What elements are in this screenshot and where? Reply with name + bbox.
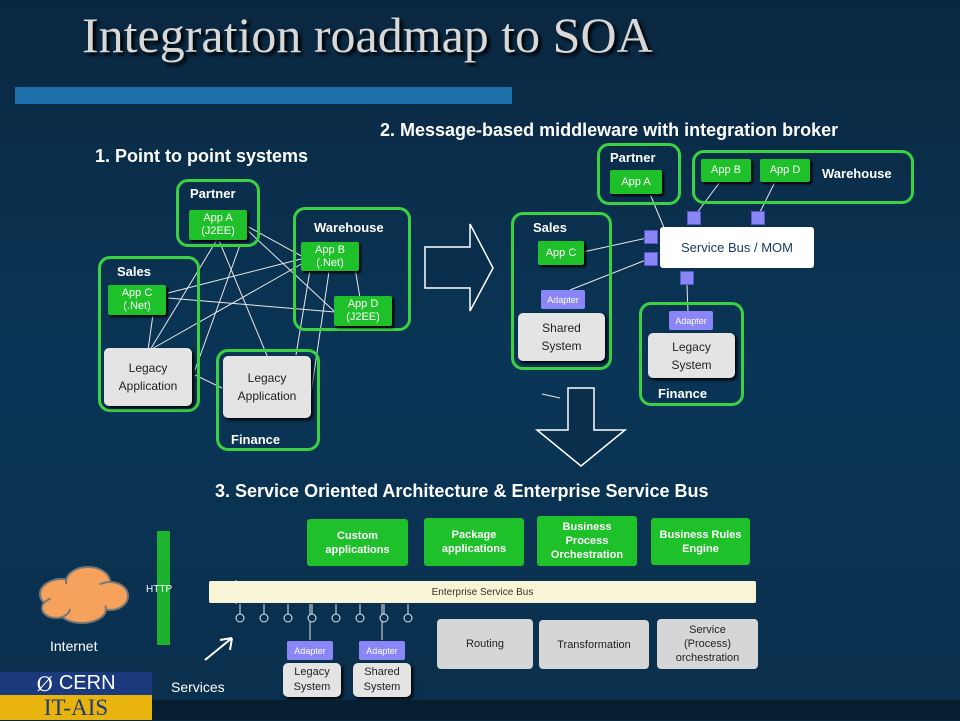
app-b-2: App B — [701, 159, 751, 182]
orch-line2: (Process) — [683, 638, 732, 650]
cern-logo: Ø CERN — [0, 671, 152, 696]
slide-title: Integration roadmap to SOA — [82, 7, 653, 63]
shared-system-line2: System — [541, 339, 582, 353]
esb-legacy-system: Legacy System — [283, 663, 341, 697]
enterprise-service-bus: Enterprise Service Bus — [209, 581, 756, 603]
app-a-2: App A — [610, 170, 662, 194]
http-channel — [157, 531, 170, 645]
down-arrow-icon — [534, 387, 628, 467]
orch-line3: orchestration — [675, 652, 740, 664]
esb-legacy-line2: System — [293, 681, 331, 693]
bus-port-2 — [751, 211, 765, 225]
finance-legacy-system-line2: System — [671, 357, 712, 372]
section1-heading: 1. Point to point systems — [95, 146, 309, 166]
app-b-tech: (.Net) — [316, 256, 344, 269]
sales-legacy-line1: Legacy — [128, 361, 168, 375]
sales-legacy-application: Legacy Application — [104, 348, 192, 406]
bre-line1: Business Rules — [659, 528, 742, 541]
esb-shared-line2: System — [363, 681, 401, 693]
sales-group-2 — [511, 212, 612, 370]
app-c-net: App C (.Net) — [108, 285, 166, 315]
app-a-name: App A — [203, 212, 233, 224]
esb-shared-system: Shared System — [353, 663, 411, 697]
title-underline-bar — [15, 87, 512, 104]
sales-group-1 — [98, 256, 200, 412]
bpo-line2: Process — [565, 535, 609, 547]
esb-adapter-1: Adapter — [287, 641, 333, 660]
custom-apps-line2: applications — [325, 543, 390, 556]
cern-logo-text: CERN — [58, 672, 116, 694]
finance-legacy-application: Legacy Application — [223, 356, 311, 418]
sales-shared-system: Shared System — [518, 313, 605, 361]
sales-adapter: Adapter — [541, 290, 585, 309]
finance-legacy-line1: Legacy — [247, 371, 287, 385]
partner-group-2 — [597, 143, 681, 205]
finance-legacy-line2: Application — [237, 389, 297, 403]
bre-line2: Engine — [682, 542, 719, 555]
warehouse-label-1: Warehouse — [314, 220, 384, 235]
app-d-name: App D — [347, 298, 379, 310]
bus-port-1 — [687, 211, 701, 225]
finance-group-2 — [639, 302, 744, 406]
services-arrow-icon — [204, 637, 233, 661]
service-bus-mom: Service Bus / MOM — [660, 227, 814, 268]
app-c-name: App C — [121, 287, 153, 299]
app-b-net: App B (.Net) — [301, 242, 359, 271]
sales-legacy-line2: Application — [118, 379, 178, 393]
sales-label-1: Sales — [117, 264, 151, 279]
finance-legacy-system-line1: Legacy — [672, 339, 711, 354]
app-d-tech: (J2EE) — [346, 311, 380, 323]
right-arrow-icon — [424, 223, 494, 312]
package-apps-line1: Package — [451, 529, 497, 541]
finance-label-2: Finance — [658, 386, 708, 401]
warehouse-group-1 — [293, 207, 411, 331]
sales-label-2: Sales — [533, 220, 567, 235]
services-label: Services — [171, 679, 225, 695]
section3-heading: 3. Service Oriented Architecture & Enter… — [215, 481, 709, 501]
custom-apps-line1: Custom — [337, 529, 378, 542]
esb-adapter-2: Adapter — [359, 641, 405, 660]
bpo-line3: Orchestration — [550, 549, 624, 561]
partner-group-1 — [176, 179, 260, 247]
section2-heading: 2. Message-based middleware with integra… — [380, 120, 839, 140]
it-ais-label: IT-AIS — [0, 695, 152, 720]
app-d-2: App D — [760, 159, 810, 182]
bus-port-3 — [644, 230, 658, 244]
orch-line1: Service — [689, 624, 726, 636]
internet-label: Internet — [50, 638, 98, 654]
finance-group-1 — [216, 349, 320, 451]
finance-label-1: Finance — [231, 432, 281, 447]
bpo-line1: Business — [562, 521, 612, 533]
partner-label-2: Partner — [610, 150, 656, 165]
transformation-box: Transformation — [539, 620, 649, 669]
finance-adapter: Adapter — [669, 311, 713, 330]
bus-port-5 — [680, 271, 694, 285]
shared-system-line1: Shared — [542, 321, 581, 335]
app-b-name: App B — [315, 243, 345, 256]
app-c-2: App C — [538, 241, 584, 265]
service-orchestration-box: Service (Process) orchestration — [657, 619, 758, 669]
package-applications-box: Package applications — [424, 518, 524, 566]
package-apps-line2: applications — [441, 543, 507, 555]
app-d-j2ee: App D (J2EE) — [334, 296, 392, 326]
esb-shared-line1: Shared — [364, 666, 400, 678]
esb-legacy-line1: Legacy — [294, 666, 330, 678]
warehouse-group-2 — [692, 150, 914, 204]
app-c-tech: (.Net) — [123, 300, 151, 312]
cern-ring-icon: Ø — [36, 671, 53, 696]
footer-bar — [152, 700, 960, 720]
routing-box: Routing — [437, 619, 533, 669]
app-a-j2ee: App A (J2EE) — [189, 210, 247, 240]
warehouse-label-2: Warehouse — [822, 166, 892, 181]
http-label: HTTP — [146, 584, 173, 595]
finance-legacy-system: Legacy System — [648, 333, 735, 378]
partner-label-1: Partner — [190, 186, 236, 201]
bus-port-4 — [644, 252, 658, 266]
app-a-tech: (J2EE) — [201, 225, 235, 237]
